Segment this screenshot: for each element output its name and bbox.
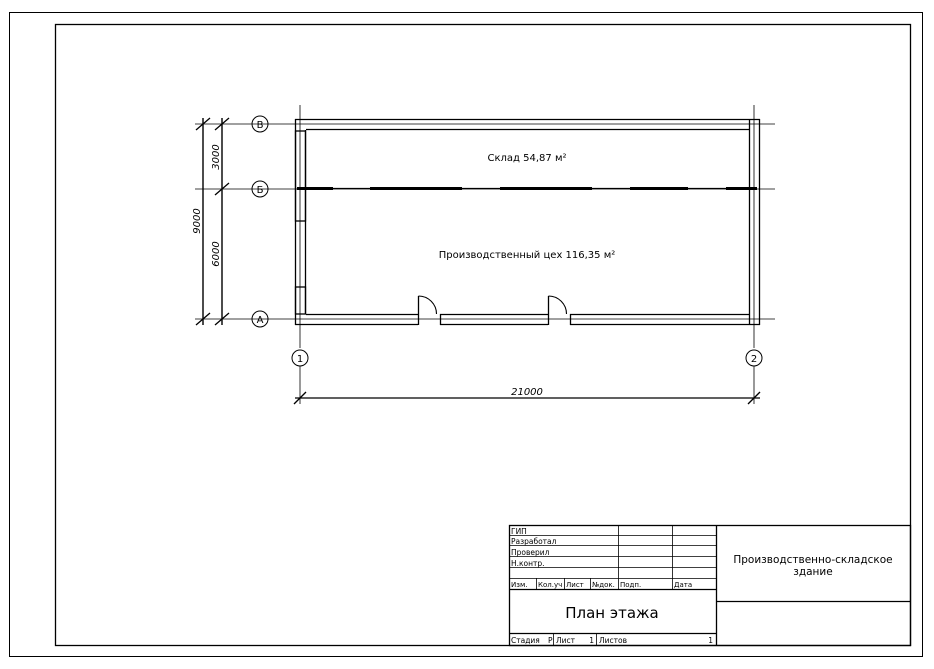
door-2 [547, 295, 568, 315]
axis-label-row-b: Б [257, 185, 264, 196]
role-norm-control: Н.контр. [511, 559, 545, 568]
grid-axes [195, 105, 775, 348]
sheets-value: 1 [708, 636, 713, 645]
header-podp: Подп. [620, 581, 641, 589]
inner-drawing-frame [54, 23, 912, 647]
header-ndok: №док. [592, 581, 615, 589]
dim-span-top: 3000 [211, 144, 222, 169]
header-data: Дата [674, 581, 692, 589]
project-name-line: здание [793, 566, 832, 578]
axis-label-row-v: В [257, 120, 264, 131]
axis-label-col-1: 1 [297, 354, 303, 365]
axis-marker-row-a: А [251, 310, 269, 328]
axis-label-col-2: 2 [751, 354, 757, 365]
sheet-label: Лист [556, 636, 576, 645]
axis-marker-col-1: 1 [291, 349, 309, 367]
outer-sheet-border [9, 12, 923, 657]
axis-marker-col-2: 2 [745, 349, 763, 367]
axis-marker-row-v: В [251, 115, 269, 133]
header-list: Лист [566, 581, 584, 589]
dim-total-width: 21000 [511, 387, 543, 398]
header-izm: Изм. [511, 581, 527, 589]
dim-span-bottom: 6000 [211, 241, 222, 266]
dim-total-height: 9000 [192, 208, 203, 233]
role-gip: ГИП [511, 527, 527, 536]
role-developed: Разработал [511, 537, 557, 546]
stage-label: Стадия [511, 636, 540, 645]
title-block: ГИП Разработал Проверил Н.контр. Изм. Ко… [508, 524, 912, 647]
sheet-value: 1 [589, 636, 594, 645]
door-1 [417, 295, 438, 315]
vertical-dimensions: 9000 3000 6000 [192, 117, 230, 326]
room-label-warehouse: Склад 54,87 м² [488, 153, 567, 164]
project-name-line: Производственно-складское [733, 554, 892, 566]
sheets-label: Листов [599, 636, 627, 645]
axis-label-row-a: А [257, 315, 264, 326]
role-checked: Проверил [511, 548, 550, 557]
horizontal-dimension: 21000 [293, 366, 761, 405]
axis-marker-row-b: Б [251, 180, 269, 198]
stage-value: Р [548, 636, 553, 645]
sheet-title: План этажа [565, 604, 659, 622]
header-kol-uch: Кол.уч [538, 581, 562, 589]
room-label-workshop: Производственный цех 116,35 м² [439, 250, 616, 261]
building-walls [294, 118, 761, 326]
